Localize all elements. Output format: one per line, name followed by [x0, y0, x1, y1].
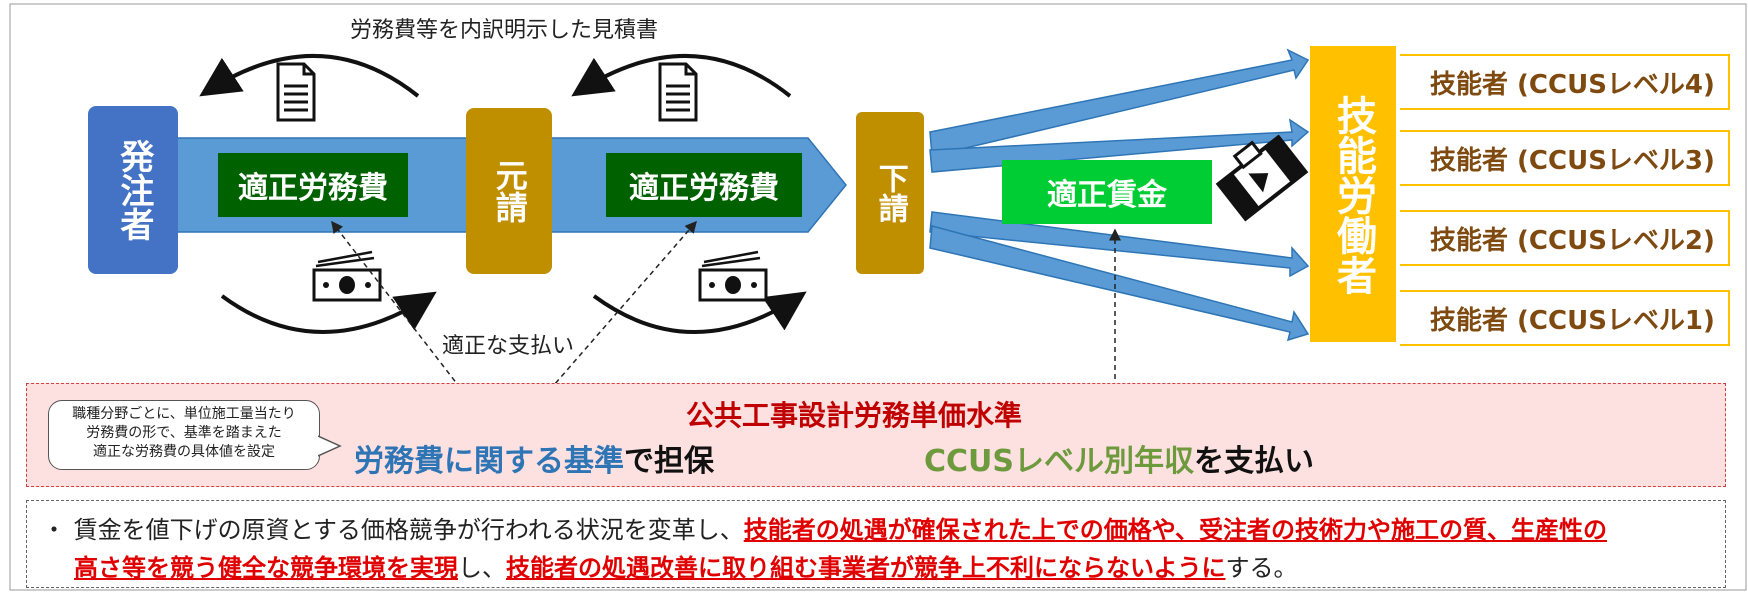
- worker-level-3: 技能者 (CCUSレベル3): [1400, 130, 1730, 186]
- labor-standard-text: 労務費に関する基準で担保: [354, 436, 714, 480]
- workers-label: 技能労働者: [1330, 95, 1376, 295]
- note-l2-a: 高さ等を競う健全な競争環境を実現: [74, 554, 458, 582]
- note-box: [26, 500, 1726, 588]
- ccus-pay-green: CCUSレベル別年収: [924, 444, 1194, 479]
- labor-cost-label-2: 適正労務費: [606, 153, 802, 217]
- workers-header: 技能労働者: [1310, 50, 1396, 340]
- client-label: 発注者: [113, 139, 154, 241]
- fan-arrow-1: [929, 48, 1310, 157]
- callout-line-3: 適正な労務費の具体値を設定: [93, 444, 275, 460]
- envelope-icon: [1215, 134, 1309, 222]
- note-l2-c: 技能者の処遇改善に取り組む事業者が競争上不利にならないように: [506, 554, 1226, 582]
- standard-title: 公共工事設計労務単価水準: [686, 399, 1023, 432]
- fan-arrow-3: [929, 211, 1310, 278]
- prime-contractor-box: 元請: [466, 108, 552, 274]
- frame-border: [9, 3, 1747, 591]
- callout-line-2: 労務費の形で、基準を踏まえた: [86, 425, 282, 441]
- note-l2-b: し、: [458, 554, 506, 582]
- note-l2-d: する。: [1225, 554, 1298, 582]
- curve-arrow-top-2: [571, 54, 792, 98]
- note-line-1: ・ 賃金を値下げの原資とする価格競争が行われる状況を変革し、技能者の処遇が確保さ…: [42, 510, 1607, 545]
- callout-pointer: [318, 435, 342, 457]
- labor-standard-blue: 労務費に関する基準: [354, 444, 624, 479]
- pointer-line-1: [331, 220, 489, 425]
- curve-arrow-bottom-1: [220, 291, 437, 334]
- document-icon: [276, 62, 316, 122]
- note-l1-a: 賃金を値下げの原資とする価格競争が行われる状況を変革し、: [73, 516, 744, 544]
- worker-level-4: 技能者 (CCUSレベル4): [1400, 54, 1730, 110]
- prime-contractor-label: 元請: [490, 159, 529, 223]
- ccus-pay-black: を支払い: [1194, 444, 1314, 479]
- fan-arrow-2: [929, 118, 1310, 173]
- workers-column-bg: [1310, 46, 1396, 342]
- labor-standard-black: で担保: [624, 444, 714, 479]
- worker-level-1: 技能者 (CCUSレベル1): [1400, 290, 1730, 346]
- curve-arrow-bottom-2: [592, 291, 807, 334]
- ccus-pay-text: CCUSレベル別年収を支払い: [924, 436, 1314, 480]
- labor-cost-label-1: 適正労務費: [218, 153, 408, 217]
- note-bullet: ・: [42, 516, 66, 544]
- standard-callout: 職種分野ごとに、単位施工量当たり 労務費の形で、基準を踏まえた 適正な労務費の具…: [48, 400, 320, 470]
- cash-icon: [698, 250, 768, 302]
- estimate-label: 労務費等を内訳明示した見積書: [350, 18, 659, 43]
- fan-arrow-4: [929, 225, 1310, 342]
- subcontractor-box: 下請: [856, 112, 924, 274]
- subcontractor-label: 下請: [872, 163, 908, 223]
- callout-line-1: 職種分野ごとに、単位施工量当たり: [72, 406, 296, 422]
- cash-icon: [312, 250, 382, 302]
- note-l1-b: 技能者の処遇が確保された上での価格や、受注者の技術力や施工の質、生産性の: [743, 516, 1607, 544]
- client-box: 発注者: [88, 106, 178, 274]
- curve-arrow-top-1: [199, 54, 420, 98]
- note-line-2: 高さ等を競う健全な競争環境を実現し、技能者の処遇改善に取り組む事業者が競争上不利…: [74, 548, 1298, 583]
- document-icon: [658, 62, 698, 122]
- worker-level-2: 技能者 (CCUSレベル2): [1400, 210, 1730, 266]
- payment-label: 適正な支払い: [442, 334, 575, 359]
- wage-label: 適正賃金: [1002, 160, 1212, 224]
